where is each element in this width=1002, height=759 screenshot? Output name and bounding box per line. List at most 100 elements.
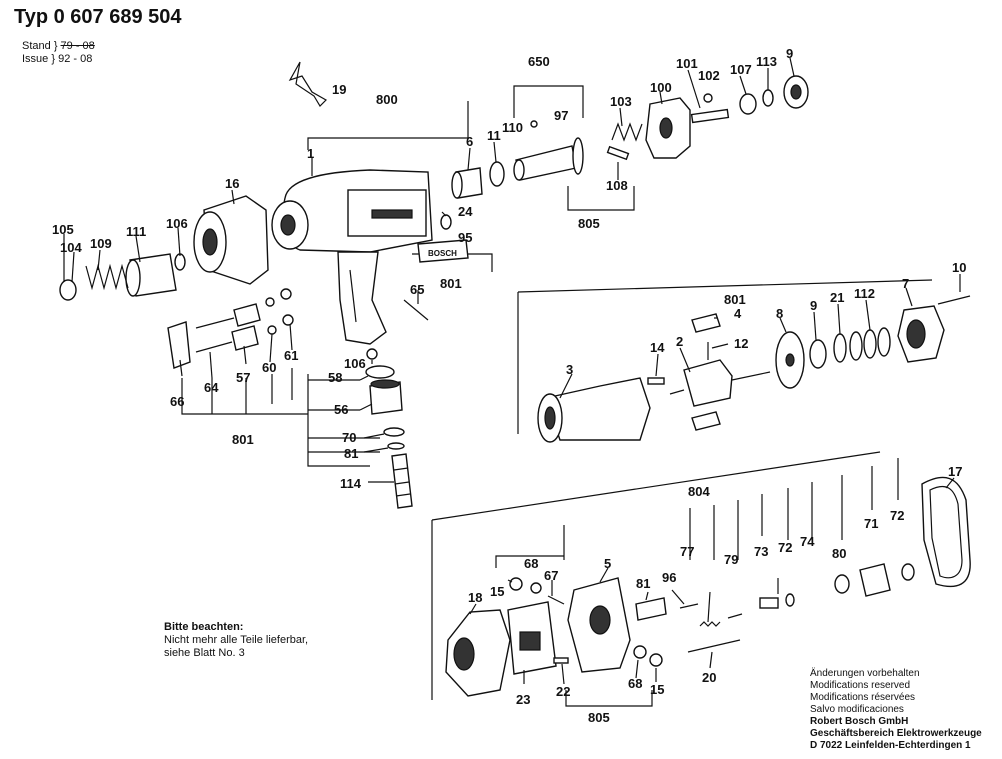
valve-assembly-lower: [195, 314, 294, 353]
note-heading: Bitte beachten:: [164, 621, 244, 633]
callout-68-top: 68: [524, 556, 538, 571]
pin-14: [647, 377, 665, 385]
ring-107: [366, 348, 378, 360]
pin-67: [547, 595, 565, 605]
callout-71: 71: [864, 516, 878, 531]
callout-800: 650: [528, 54, 550, 69]
rotor-2: [669, 359, 771, 407]
callout-105: 104: [60, 240, 82, 255]
callout-113: 112: [854, 286, 875, 301]
valve-assembly-upper: [195, 288, 292, 329]
callout-60: 60: [262, 360, 276, 375]
callout-61: 61: [284, 348, 298, 363]
callout-4: 4: [734, 306, 742, 321]
pin-22: [553, 657, 569, 664]
callout-16: 16: [225, 176, 239, 191]
callout-809: 805: [578, 216, 600, 231]
callout-65: 65: [410, 282, 424, 297]
brand-plate-96: BOSCH: [417, 239, 469, 263]
housing-18: [445, 609, 511, 697]
piston-73: [759, 597, 779, 609]
leader-lines: [63, 57, 961, 685]
callout-106-left: 105: [52, 222, 74, 237]
callout-3: 3: [566, 362, 573, 377]
callout-114: 113: [756, 54, 777, 69]
ring-24: [440, 214, 452, 230]
vane-4: [691, 313, 721, 431]
bracket-800: [513, 85, 584, 118]
spring-clip-19: [288, 61, 327, 107]
callout-5: 5: [604, 556, 611, 571]
air-inlet-56: [369, 379, 403, 415]
ring-70: [383, 427, 405, 437]
callout-74: 74: [800, 534, 815, 549]
callout-100: 97: [554, 108, 568, 123]
mod-fr: Modifications réservées: [810, 692, 916, 703]
spindle-102: [690, 108, 730, 124]
spring-80: [699, 621, 721, 627]
pin-65: [403, 299, 429, 321]
modifications-footer: Änderungen vorbehalten Modifications res…: [810, 668, 982, 752]
ring-105-106: [59, 253, 186, 301]
callout-11: 11: [487, 128, 501, 143]
callout-79: 79: [724, 552, 738, 567]
ball-68-bottom: [633, 645, 647, 659]
callout-2: 2: [676, 334, 683, 349]
callout-108: 107: [730, 62, 752, 77]
callout-104: 103: [610, 94, 632, 109]
callout-labels: 1 2 3 4 5 6 7 8 9 9 10 11 12 14 15 15 16…: [52, 46, 966, 725]
valve-71: [859, 563, 891, 597]
screw-10: [937, 295, 971, 305]
cover-plate-23: [507, 601, 557, 675]
issue-value: 92 - 08: [58, 53, 93, 65]
bracket-805-bottom: [565, 690, 653, 707]
callout-64: 64: [204, 380, 219, 395]
callout-804: 801: [724, 292, 746, 307]
bracket-801-left: [181, 368, 308, 415]
callout-97: 96: [662, 570, 676, 585]
callout-56: 56: [334, 402, 348, 417]
hose-fitting-650: [391, 453, 413, 509]
bushing-6: [451, 167, 483, 199]
company-name: Robert Bosch GmbH: [810, 716, 909, 727]
front-cover-16: [193, 195, 269, 285]
callout-805-bottom: 805: [588, 710, 610, 725]
callout-17: 17: [948, 464, 962, 479]
callout-77: 77: [680, 544, 694, 559]
callout-101: 100: [650, 80, 672, 95]
callout-58: 58: [328, 370, 342, 385]
callout-67: 67: [544, 568, 558, 583]
callout-9-motor: 9: [810, 298, 817, 313]
bearing-sleeve-112: [125, 253, 177, 297]
callout-72-top: 72: [890, 508, 904, 523]
company-division: Geschäftsbereich Elektrowerkzeuge: [810, 728, 982, 739]
callout-19: 19: [332, 82, 346, 97]
pin-97: [679, 603, 699, 609]
ring-81-handle: [387, 442, 405, 450]
bearing-9-motor: [809, 339, 827, 369]
bracket-805-top: [431, 451, 899, 700]
callout-23: 23: [516, 692, 530, 707]
callout-70: 70: [342, 430, 356, 445]
callout-650: 114: [340, 476, 362, 491]
bracket-95: [635, 597, 667, 621]
trigger-66: [167, 321, 191, 369]
callout-81-bottom: 80: [832, 546, 846, 561]
callout-96: 95: [458, 230, 472, 245]
note-line-2: siehe Blatt No. 3: [164, 647, 245, 659]
cap-72: [901, 563, 915, 581]
stand-label: Stand: [22, 40, 51, 52]
callout-109: 108: [606, 178, 628, 193]
availability-note: Bitte beachten: Nicht mehr alle Teile li…: [164, 621, 308, 660]
page-title: Typ 0 607 689 504: [14, 6, 182, 28]
mod-de: Änderungen vorbehalten: [810, 668, 920, 679]
issue-label: Issue: [22, 53, 49, 65]
callout-102: 101: [676, 56, 698, 71]
callout-801-top: 800: [376, 92, 398, 107]
gear-case-5: [567, 577, 631, 673]
rings-21-113: [833, 327, 891, 363]
tool-housing-1: [271, 169, 433, 345]
callout-68-bottom: 68: [628, 676, 642, 691]
callout-8: 8: [776, 306, 783, 321]
callout-81-handle: 81: [344, 446, 358, 461]
